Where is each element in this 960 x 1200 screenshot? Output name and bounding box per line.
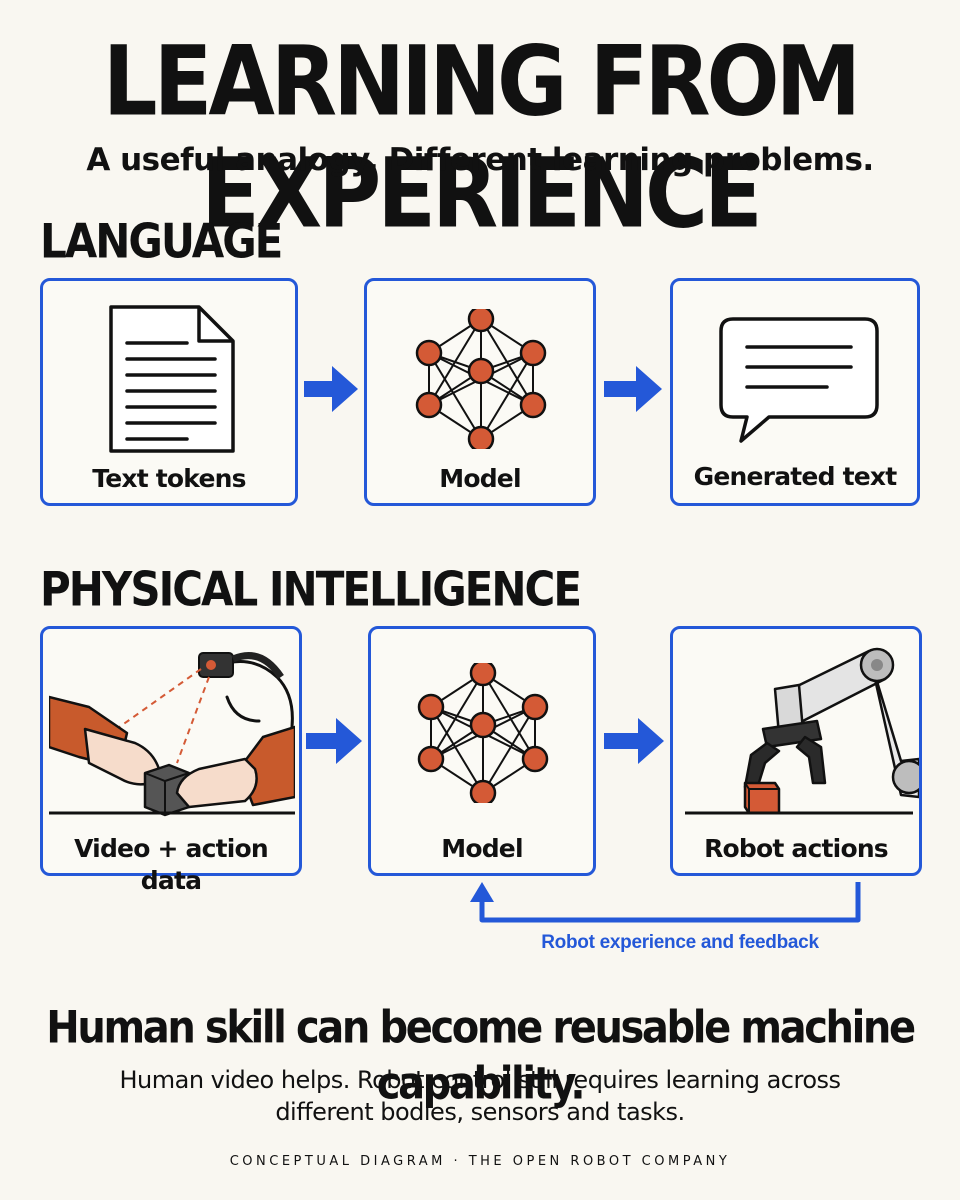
physical-input-box: Video + action data (40, 626, 302, 895)
network-node (417, 745, 445, 773)
network-node (521, 745, 549, 773)
network-node (467, 425, 495, 449)
network-edge (428, 352, 482, 440)
network-node (469, 663, 497, 687)
arrow-right-icon (304, 366, 358, 412)
language-output-box: Generated text (670, 278, 920, 506)
body-text: Human video helps. Robot control still r… (60, 1064, 900, 1128)
physical-output-box: Robot actions (670, 626, 922, 876)
physical-model-box: Model (368, 626, 596, 876)
arrow-right-icon (604, 366, 662, 412)
footer-caption: CONCEPTUAL DIAGRAM · THE OPEN ROBOT COMP… (229, 1154, 731, 1169)
language-output-label: Generated text (693, 462, 898, 491)
vr-headset-person-icon (49, 652, 295, 817)
section-heading-language: LANGUAGE (40, 214, 283, 269)
speech-bubble-icon (719, 317, 879, 443)
network-edge (482, 706, 536, 794)
network-node (415, 339, 443, 367)
page-subtitle: A useful analogy. Different learning pro… (86, 142, 874, 178)
network-node (415, 391, 443, 419)
language-input-box: Text tokens (40, 278, 298, 506)
physical-input-label: Video + action data (74, 834, 269, 895)
network-edge (482, 672, 536, 760)
robot-arm-icon (685, 647, 919, 815)
network-edge (480, 352, 534, 440)
network-node (417, 693, 445, 721)
page-title: LEARNING FROM EXPERIENCE (102, 26, 861, 250)
body-text-line-2: different bodies, sensors and tasks. (275, 1098, 685, 1126)
language-model-box: Model (364, 278, 596, 506)
network-edge (428, 318, 482, 406)
neural-network-icon (417, 663, 549, 803)
physical-output-label: Robot actions (704, 834, 889, 863)
network-node (519, 339, 547, 367)
network-edge (430, 706, 484, 794)
network-node (521, 693, 549, 721)
document-icon (109, 305, 235, 453)
feedback-loop-arrow-icon (470, 882, 861, 923)
headline: Human skill can become reusable machine … (46, 1002, 916, 1110)
language-model-label: Model (439, 464, 521, 493)
network-edge (480, 318, 534, 406)
section-heading-physical-intelligence: PHYSICAL INTELLIGENCE (40, 562, 582, 617)
network-node (519, 391, 547, 419)
network-node (467, 309, 495, 333)
body-text-line-1: Human video helps. Robot control still r… (119, 1066, 841, 1094)
feedback-label: Robot experience and feedback (541, 932, 819, 953)
network-node (469, 711, 497, 739)
network-edge (430, 672, 484, 760)
physical-model-label: Model (441, 834, 523, 863)
network-node (467, 357, 495, 385)
network-node (469, 779, 497, 803)
arrow-right-icon (604, 718, 664, 764)
arrow-right-icon (306, 718, 362, 764)
neural-network-icon (415, 309, 547, 449)
language-input-label: Text tokens (92, 464, 246, 493)
